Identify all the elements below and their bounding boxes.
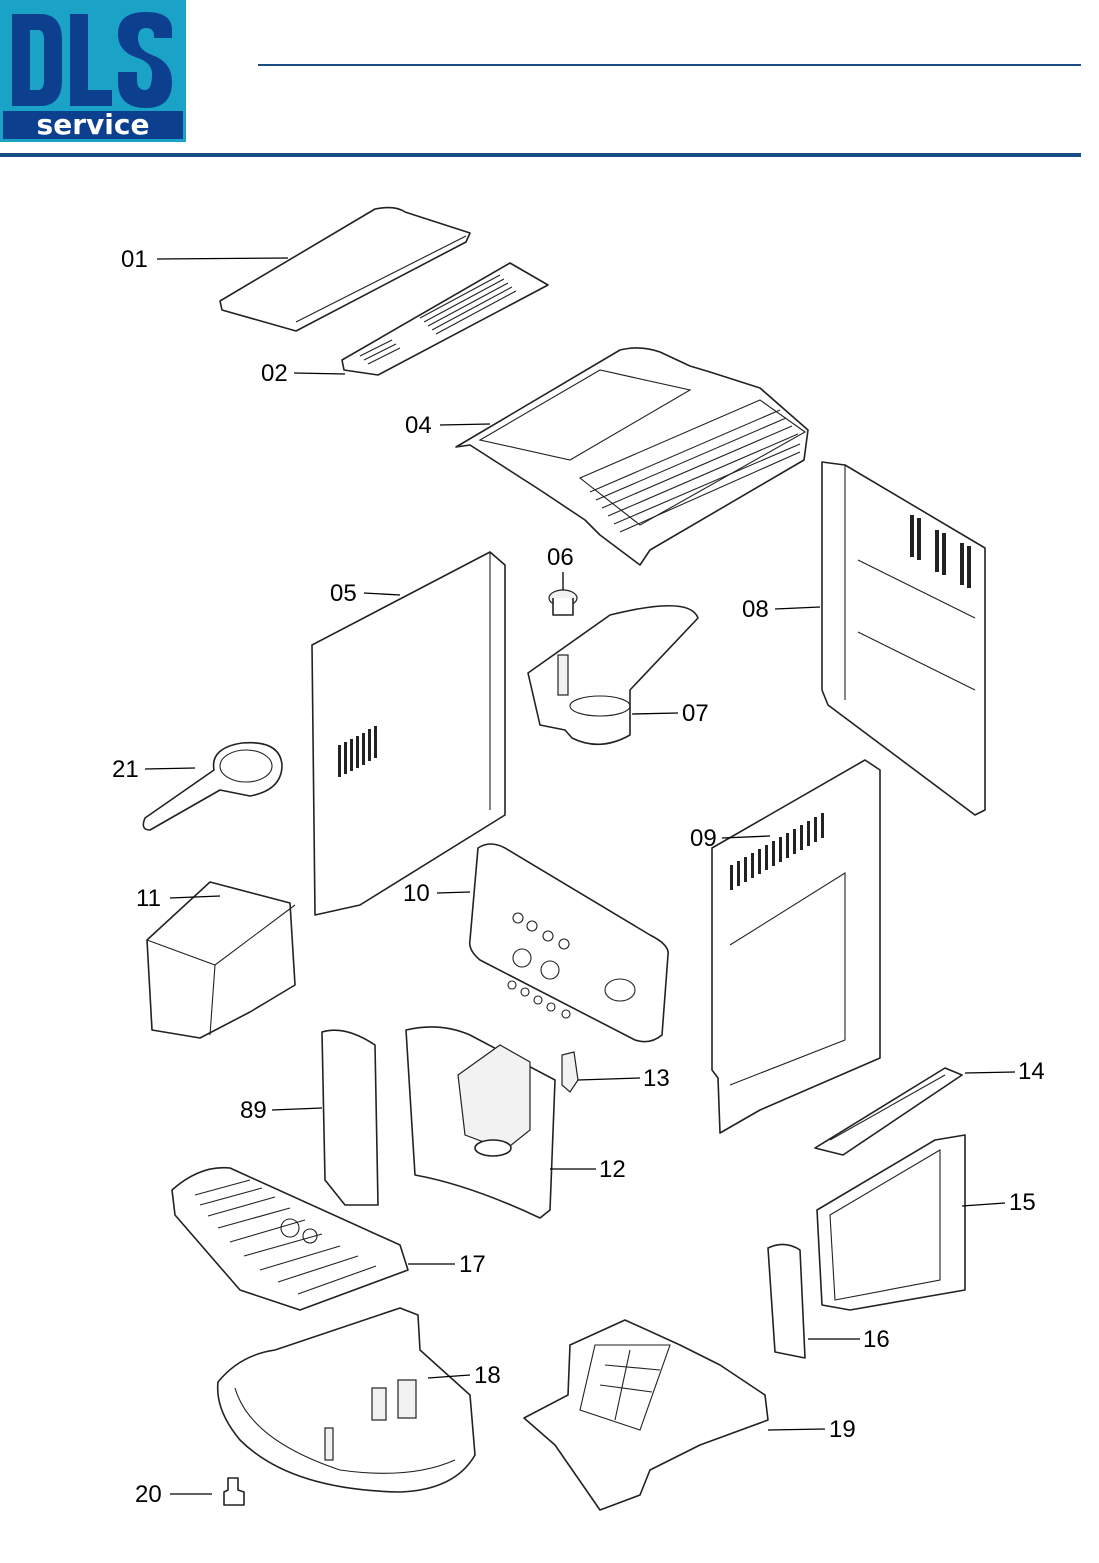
part-13-clip — [561, 1051, 579, 1093]
callout-02: 02 — [261, 360, 288, 387]
callout-18: 18 — [474, 1362, 501, 1389]
callout-07: 07 — [682, 700, 709, 727]
callout-04: 04 — [405, 412, 432, 439]
callout-16: 16 — [863, 1326, 890, 1353]
part-16-front-trim — [767, 1243, 806, 1359]
part-15-container — [816, 1134, 966, 1311]
callout-89: 89 — [240, 1097, 267, 1124]
part-20-pin — [223, 1477, 245, 1506]
callout-06: 06 — [547, 544, 574, 571]
part-89-side-trim — [321, 1029, 379, 1206]
part-09-back-panel — [711, 759, 881, 1134]
part-18-drip-tray — [216, 1307, 476, 1493]
logo-service-text: service — [37, 108, 150, 141]
part-07-tray — [527, 604, 699, 746]
part-08-right-panel — [821, 461, 986, 816]
callout-11: 11 — [136, 885, 161, 912]
callout-19: 19 — [829, 1416, 856, 1443]
callout-17: 17 — [459, 1251, 486, 1278]
part-21-scoop — [142, 741, 283, 831]
part-04-top-frame — [455, 347, 809, 566]
part-10-control-panel — [468, 843, 669, 1043]
part-11-water-tank — [146, 881, 296, 1039]
callout-21: 21 — [112, 756, 139, 783]
part-06-knob — [548, 589, 578, 616]
part-14-drip-strip — [814, 1067, 963, 1156]
part-02-strip — [341, 262, 549, 376]
part-05-left-panel — [311, 551, 506, 916]
leader-lines — [144, 257, 1016, 1495]
callout-08: 08 — [742, 596, 769, 623]
callout-12: 12 — [599, 1156, 626, 1183]
callout-01: 01 — [121, 246, 148, 273]
callout-20: 20 — [135, 1481, 162, 1508]
part-01-lid — [219, 206, 471, 332]
part-12-brew-housing — [405, 1026, 556, 1219]
callout-05: 05 — [330, 580, 357, 607]
header-thick-rule — [0, 153, 1081, 157]
exploded-parts-diagram — [142, 206, 1016, 1511]
part-19-base — [523, 1319, 769, 1511]
header-thin-rule — [258, 64, 1081, 66]
callout-14: 14 — [1018, 1058, 1045, 1085]
callout-15: 15 — [1009, 1189, 1036, 1216]
dls-service-logo: service — [0, 0, 186, 142]
callout-10: 10 — [403, 880, 430, 907]
callout-09: 09 — [690, 825, 717, 852]
part-17-drip-grid — [171, 1166, 409, 1311]
callout-13: 13 — [643, 1065, 670, 1092]
